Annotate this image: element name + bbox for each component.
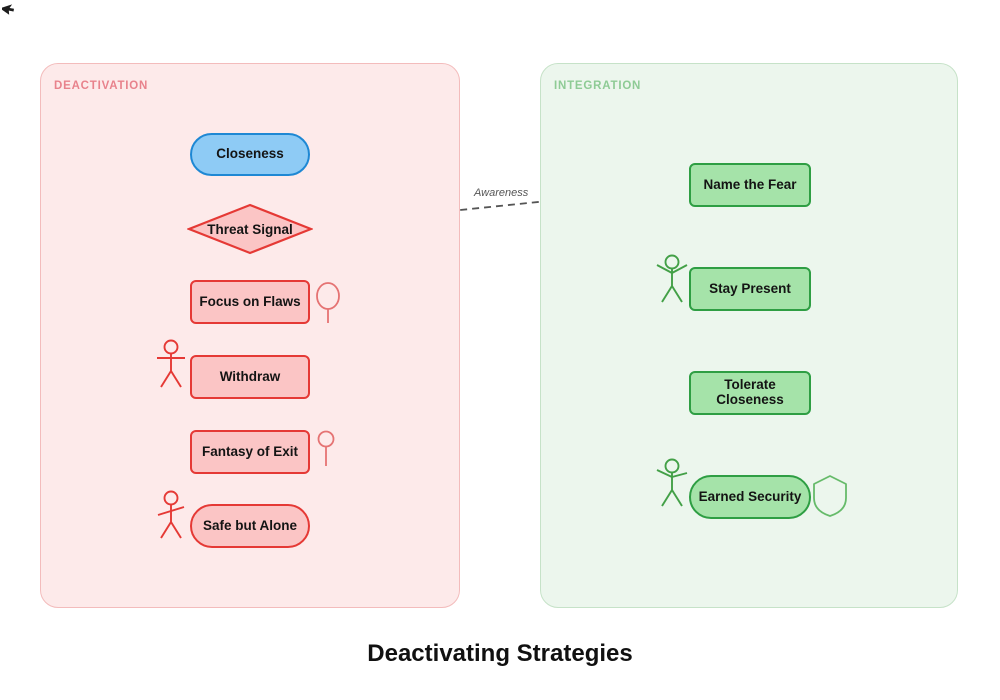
node-withdraw[interactable]: Withdraw (190, 355, 310, 399)
node-label: Tolerate Closeness (716, 377, 784, 407)
balloon-icon (316, 282, 340, 323)
panel-integration (540, 63, 958, 608)
diamond-shape (187, 203, 313, 255)
diagram-title: Deactivating Strategies (367, 640, 633, 667)
person-arms-down-icon (157, 339, 185, 388)
node-safe-but-alone[interactable]: Safe but Alone (190, 504, 310, 548)
node-name-the-fear[interactable]: Name the Fear (689, 163, 811, 207)
panel-label-integration: INTEGRATION (554, 80, 642, 92)
node-label: Safe but Alone (202, 517, 297, 533)
person-arms-up-icon (656, 254, 688, 303)
person-arms-down-icon-2 (157, 490, 185, 539)
node-label: Threat Signal (207, 221, 293, 237)
panel-label-deactivation: DEACTIVATION (54, 80, 149, 92)
node-closeness[interactable]: Closeness (190, 133, 310, 176)
person-arms-up-icon-2 (656, 458, 688, 507)
shield-icon (813, 475, 847, 517)
node-label: Name the Fear (703, 176, 797, 192)
node-label: Fantasy of Exit (201, 443, 299, 459)
mouse-cursor-icon (2, 4, 14, 15)
node-fantasy-of-exit[interactable]: Fantasy of Exit (190, 430, 310, 474)
node-earned-security[interactable]: Earned Security (689, 475, 811, 519)
edge-label-awareness: Awareness (474, 187, 529, 199)
pin-icon (317, 430, 335, 466)
node-stay-present[interactable]: Stay Present (689, 267, 811, 311)
node-label: Earned Security (698, 488, 802, 504)
node-tolerate-closeness[interactable]: Tolerate Closeness (689, 371, 811, 415)
node-threat-signal[interactable]: Threat Signal (187, 203, 313, 255)
node-label: Closeness (216, 146, 284, 162)
node-label: Withdraw (219, 368, 281, 384)
node-label: Stay Present (709, 280, 791, 296)
node-label: Focus on Flaws (199, 293, 301, 309)
node-focus-on-flaws[interactable]: Focus on Flaws (190, 280, 310, 324)
